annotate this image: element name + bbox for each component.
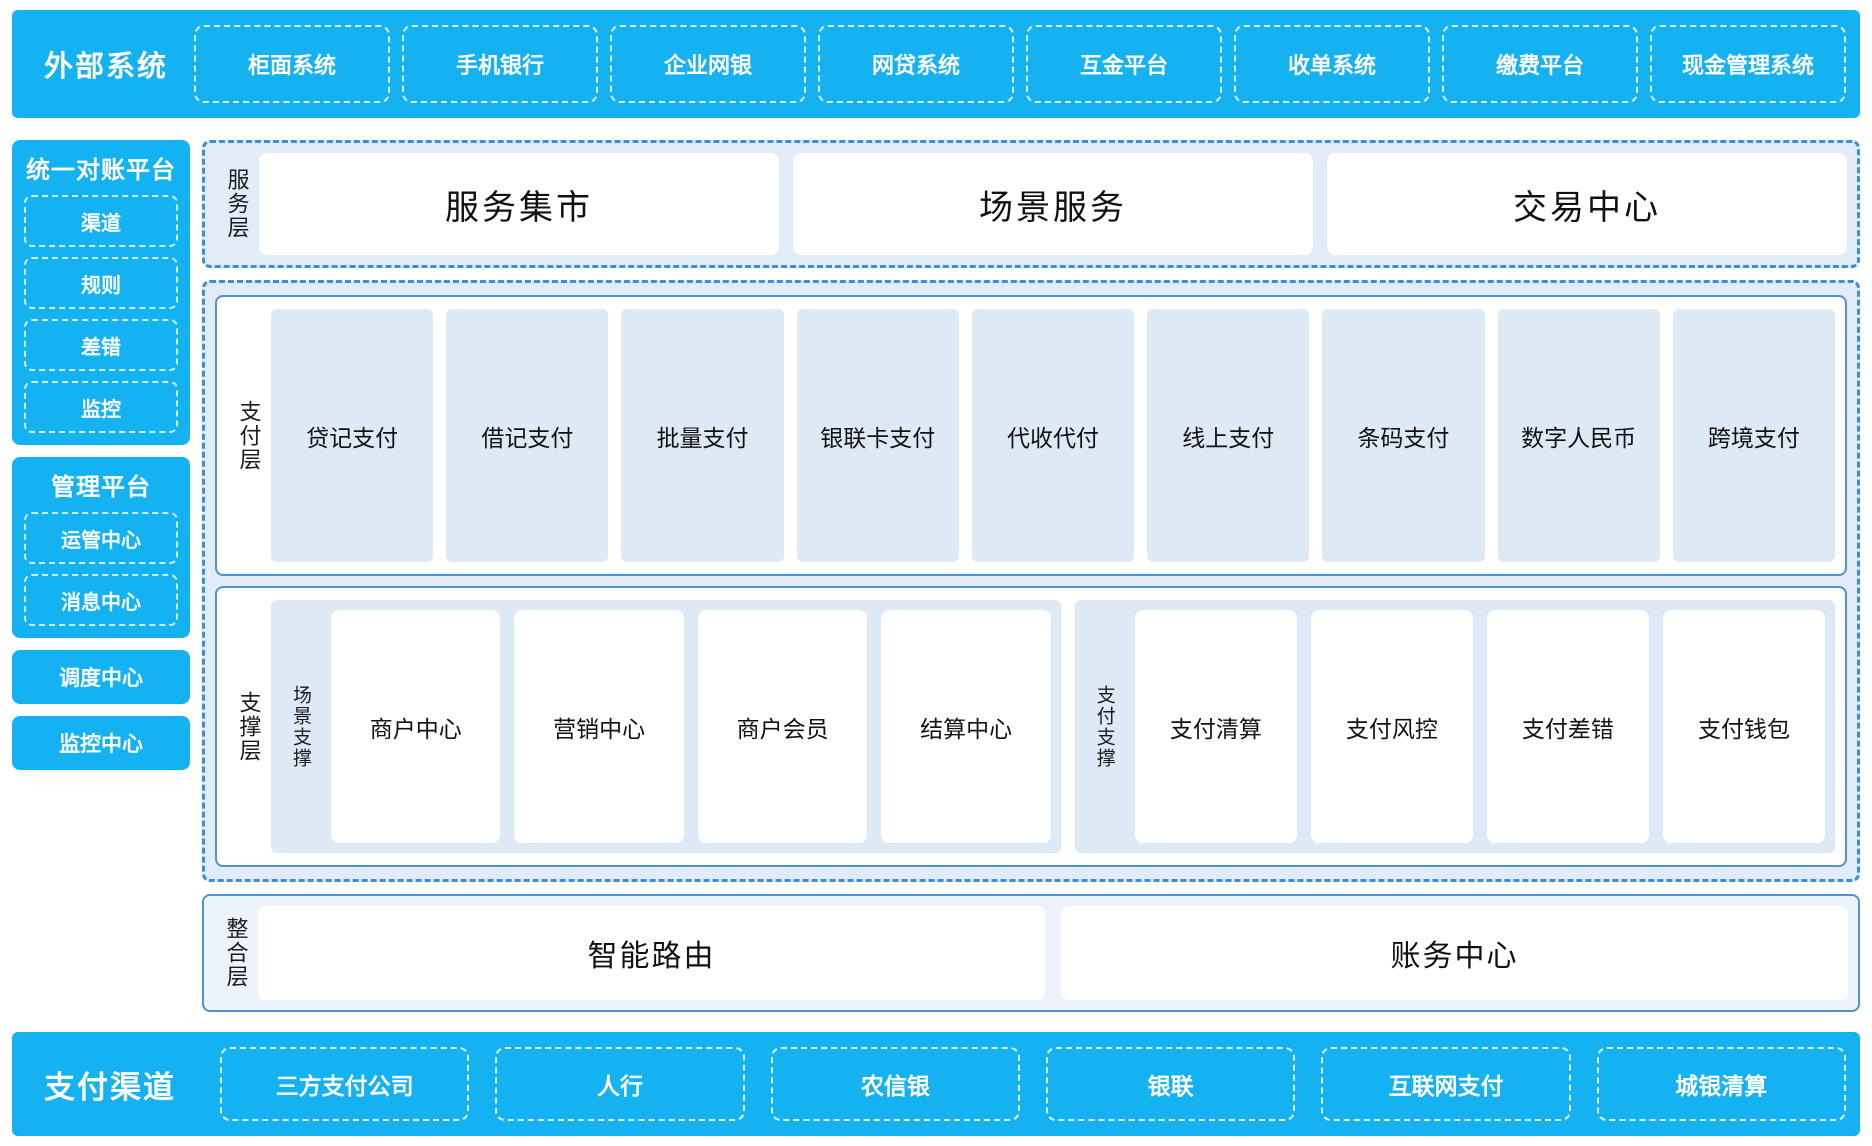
management-item-message-center[interactable]: 消息中心 xyxy=(24,574,178,626)
channel-chip-internet-payment[interactable]: 互联网支付 xyxy=(1321,1047,1571,1121)
support-card-merchant-center[interactable]: 商户中心 xyxy=(331,610,501,843)
external-system-chip-8[interactable]: 现金管理系统 xyxy=(1650,25,1847,103)
support-card-payment-risk[interactable]: 支付风控 xyxy=(1310,610,1473,843)
left-sidebar: 统一对账平台 渠道 规则 差错 监控 管理平台 运管中心 消息中心 调度中心 监… xyxy=(12,140,190,1012)
external-systems-bar: 外部系统 柜面系统 手机银行 企业网银 网贷系统 互金平台 收单系统 缴费平台 … xyxy=(12,10,1860,118)
core-layers-group: 支付层 贷记支付 借记支付 批量支付 银联卡支付 代收代付 线上支付 条码支付 … xyxy=(202,280,1860,882)
scenario-support-card-list: 商户中心 营销中心 商户会员 结算中心 xyxy=(331,610,1051,843)
channel-chip-third-party[interactable]: 三方支付公司 xyxy=(220,1047,470,1121)
payment-card-unionpay[interactable]: 银联卡支付 xyxy=(796,309,959,562)
channel-chip-unionpay[interactable]: 银联 xyxy=(1045,1047,1296,1121)
payment-support-card-list: 支付清算 支付风控 支付差错 支付钱包 xyxy=(1134,610,1825,843)
reconciliation-item-channel[interactable]: 渠道 xyxy=(24,195,178,247)
support-card-payment-clearing[interactable]: 支付清算 xyxy=(1134,610,1297,843)
external-systems-title: 外部系统 xyxy=(44,51,169,83)
scheduling-center-box[interactable]: 调度中心 xyxy=(12,650,190,704)
monitoring-center-box[interactable]: 监控中心 xyxy=(12,716,190,770)
payment-support-label: 支付支撑 xyxy=(1093,684,1115,769)
support-card-merchant-member[interactable]: 商户会员 xyxy=(697,610,868,843)
payment-card-online[interactable]: 线上支付 xyxy=(1147,309,1310,562)
support-layer-box: 支撑层 场景支撑 商户中心 营销中心 商户会员 结算中心 xyxy=(215,586,1847,867)
management-platform-title: 管理平台 xyxy=(51,474,151,501)
reconciliation-item-monitor[interactable]: 监控 xyxy=(24,381,178,433)
payment-layer-box: 支付层 贷记支付 借记支付 批量支付 银联卡支付 代收代付 线上支付 条码支付 … xyxy=(215,295,1847,576)
external-system-chip-5[interactable]: 互金平台 xyxy=(1026,25,1223,103)
reconciliation-item-error[interactable]: 差错 xyxy=(24,319,178,371)
channel-chip-cbcs[interactable]: 城银清算 xyxy=(1596,1047,1846,1121)
payment-card-cross-border[interactable]: 跨境支付 xyxy=(1672,309,1835,562)
integration-layer-card-list: 智能路由 账务中心 xyxy=(258,906,1848,1000)
scenario-support-label: 场景支撑 xyxy=(289,684,311,769)
payment-card-debit[interactable]: 借记支付 xyxy=(446,309,609,562)
external-system-chip-6[interactable]: 收单系统 xyxy=(1234,25,1431,103)
external-system-chip-4[interactable]: 网贷系统 xyxy=(818,25,1015,103)
integration-card-accounting[interactable]: 账务中心 xyxy=(1061,906,1848,1000)
payment-card-barcode[interactable]: 条码支付 xyxy=(1322,309,1485,562)
payment-card-digital-rmb[interactable]: 数字人民币 xyxy=(1497,309,1660,562)
scenario-support-block: 场景支撑 商户中心 营销中心 商户会员 结算中心 xyxy=(271,600,1061,853)
payment-support-block: 支付支撑 支付清算 支付风控 支付差错 支付钱包 xyxy=(1074,600,1835,853)
payment-channels-title: 支付渠道 xyxy=(44,1069,176,1105)
payment-layer-label: 支付层 xyxy=(236,399,262,472)
support-card-payment-error[interactable]: 支付差错 xyxy=(1486,610,1649,843)
external-system-chip-1[interactable]: 柜面系统 xyxy=(194,25,391,103)
payment-card-collection-payment[interactable]: 代收代付 xyxy=(971,309,1135,562)
integration-card-smart-routing[interactable]: 智能路由 xyxy=(258,906,1045,1000)
service-layer-card-list: 服务集市 场景服务 交易中心 xyxy=(259,153,1847,255)
service-layer-label: 服务层 xyxy=(224,168,250,240)
channel-chip-rcc[interactable]: 农信银 xyxy=(770,1047,1020,1121)
support-card-payment-wallet[interactable]: 支付钱包 xyxy=(1662,610,1825,843)
payment-layer-card-list: 贷记支付 借记支付 批量支付 银联卡支付 代收代付 线上支付 条码支付 数字人民… xyxy=(271,309,1835,562)
management-item-operations-center[interactable]: 运管中心 xyxy=(24,512,178,564)
external-systems-chip-list: 柜面系统 手机银行 企业网银 网贷系统 互金平台 收单系统 缴费平台 现金管理系… xyxy=(194,25,1847,103)
external-system-chip-7[interactable]: 缴费平台 xyxy=(1442,25,1639,103)
integration-layer-label: 整合层 xyxy=(223,917,249,989)
service-card-marketplace[interactable]: 服务集市 xyxy=(259,153,779,255)
external-system-chip-3[interactable]: 企业网银 xyxy=(610,25,807,103)
support-card-settlement-center[interactable]: 结算中心 xyxy=(881,610,1051,843)
reconciliation-platform-title: 统一对账平台 xyxy=(26,157,176,184)
service-card-transaction[interactable]: 交易中心 xyxy=(1327,153,1847,255)
service-card-scenario[interactable]: 场景服务 xyxy=(793,153,1313,255)
support-layer-groups: 场景支撑 商户中心 营销中心 商户会员 结算中心 支付支撑 支付清算 xyxy=(271,600,1835,853)
support-layer-label: 支撑层 xyxy=(236,690,262,763)
channel-chip-pboc[interactable]: 人行 xyxy=(495,1047,745,1121)
external-system-chip-2[interactable]: 手机银行 xyxy=(402,25,599,103)
integration-layer-group: 整合层 智能路由 账务中心 xyxy=(202,894,1860,1012)
layers-column: 服务层 服务集市 场景服务 交易中心 支付层 贷记支付 借记支付 批量支付 银联… xyxy=(202,140,1860,1012)
payment-channels-bar: 支付渠道 三方支付公司 人行 农信银 银联 互联网支付 城银清算 xyxy=(12,1032,1860,1136)
reconciliation-platform-panel: 统一对账平台 渠道 规则 差错 监控 xyxy=(12,140,190,445)
payment-card-batch[interactable]: 批量支付 xyxy=(621,309,784,562)
middle-region: 统一对账平台 渠道 规则 差错 监控 管理平台 运管中心 消息中心 调度中心 监… xyxy=(12,140,1860,1012)
support-card-marketing-center[interactable]: 营销中心 xyxy=(514,610,684,843)
payment-channels-chip-list: 三方支付公司 人行 农信银 银联 互联网支付 城银清算 xyxy=(220,1047,1846,1121)
payment-card-credit[interactable]: 贷记支付 xyxy=(271,309,434,562)
service-layer-group: 服务层 服务集市 场景服务 交易中心 xyxy=(202,140,1860,268)
reconciliation-item-rule[interactable]: 规则 xyxy=(24,257,178,309)
management-platform-panel: 管理平台 运管中心 消息中心 xyxy=(12,457,190,638)
